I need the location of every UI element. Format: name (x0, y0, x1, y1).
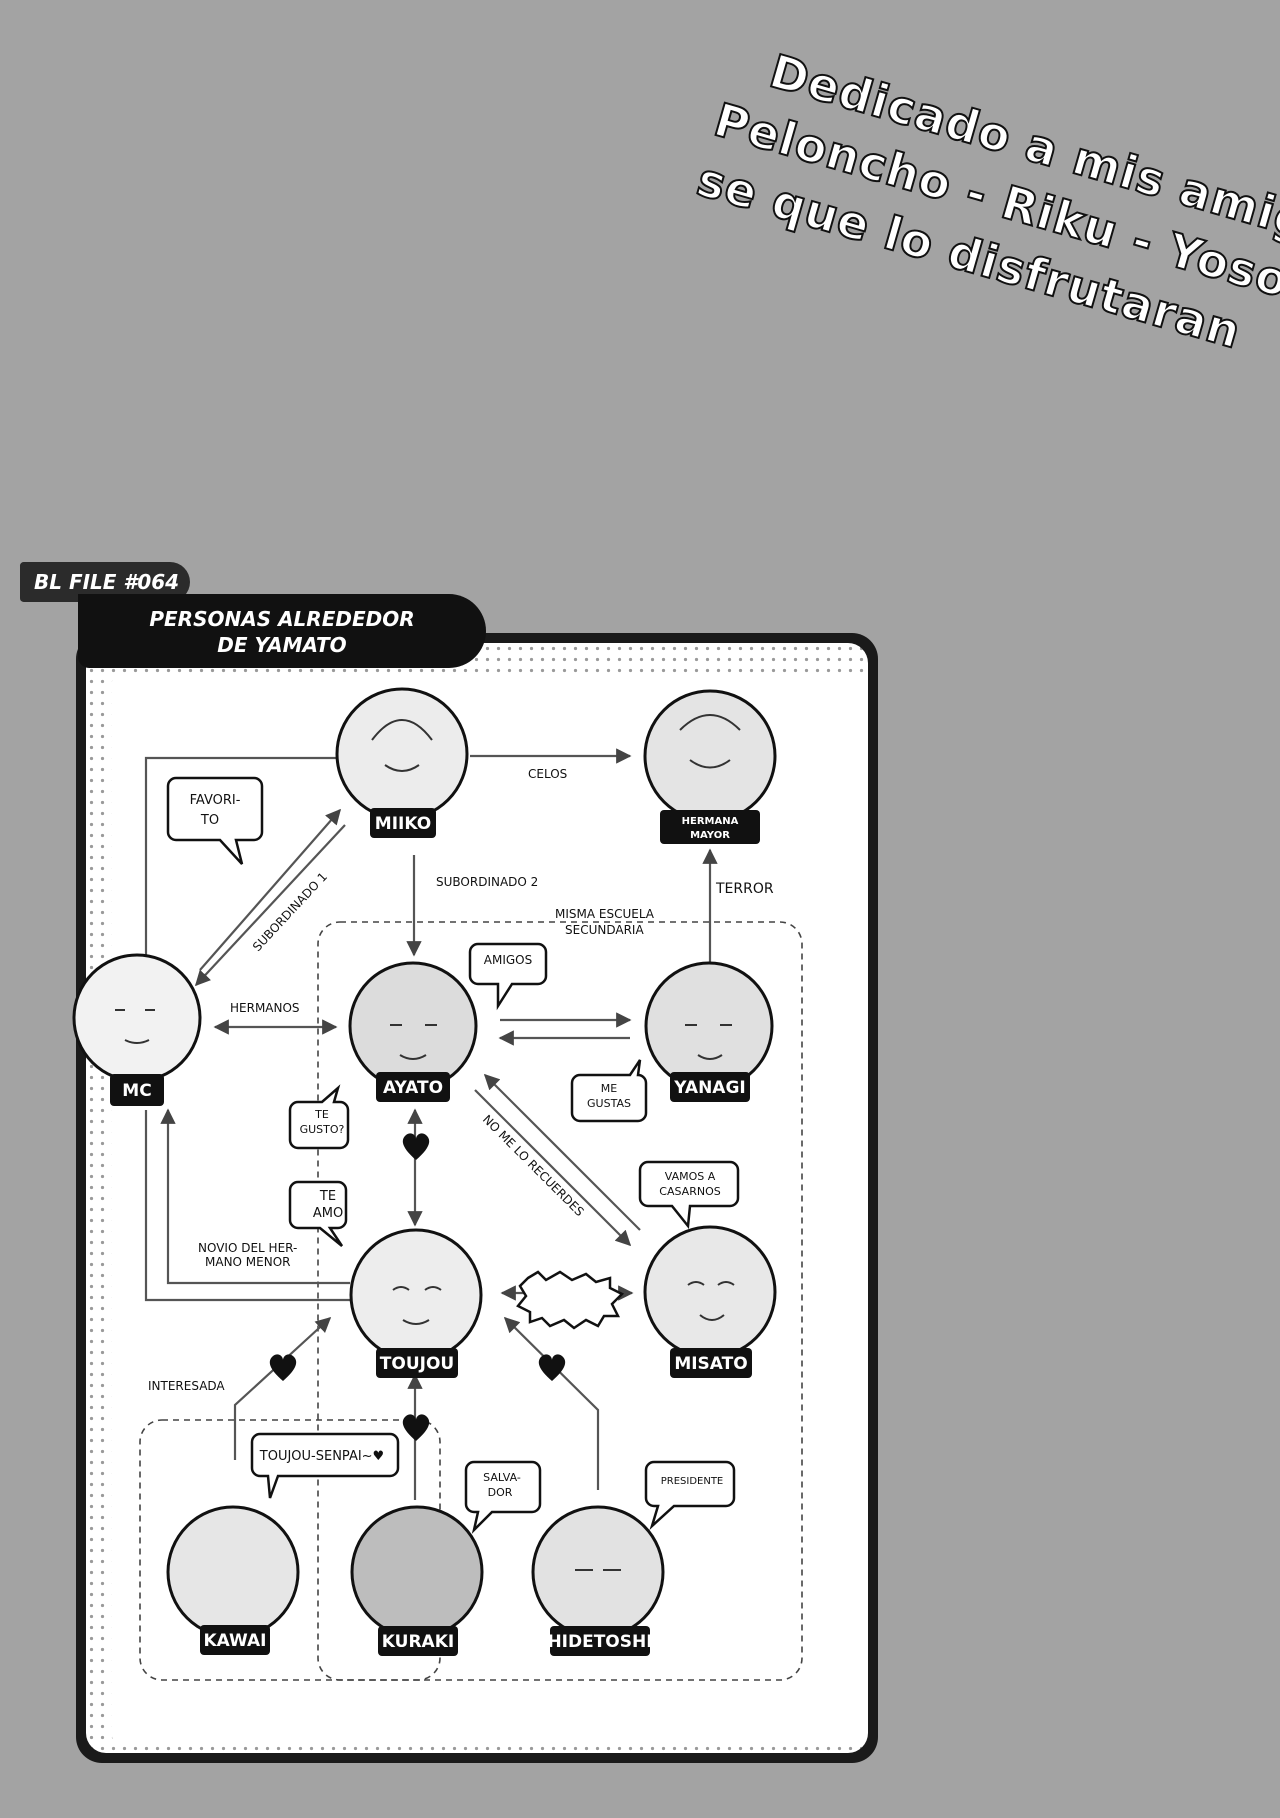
hidetoshi-to-toujou-arrow (503, 1316, 600, 1490)
te-gusto-text-2: GUSTO? (300, 1123, 345, 1136)
salvador-text-1: SALVA- (483, 1471, 521, 1484)
me-gustas-text-1: ME (601, 1082, 617, 1095)
favorito-text-2: TO (200, 813, 219, 828)
vamos-text-1: VAMOS A (665, 1170, 716, 1183)
no-me-lo-label: NO ME LO RECUERDES (480, 1112, 587, 1219)
hermana-label-tag (660, 810, 760, 844)
mc-label: MC (122, 1081, 151, 1101)
terror-label: TERROR (715, 881, 774, 897)
toujou-label-tag (376, 1348, 458, 1378)
favorito-bubble (166, 776, 264, 865)
mc-portrait (72, 953, 202, 1083)
face-sketch (392, 1286, 442, 1325)
te-amo-text-1: TE (319, 1189, 336, 1204)
face-sketch (390, 1024, 437, 1060)
te-gusto-text-1: TE (314, 1108, 329, 1121)
favorito-text-1: FAVORI- (190, 793, 241, 808)
kuraki-label-tag (378, 1626, 458, 1656)
ayato-to-misato-arrow (474, 1089, 632, 1247)
misato-label-tag (670, 1348, 752, 1378)
miiko-label-tag (370, 808, 436, 838)
miiko-portrait (335, 687, 469, 821)
me-gustas-text-2: GUSTAS (587, 1097, 631, 1110)
kuraki-label: KURAKI (382, 1632, 454, 1652)
novio-label-2: MANO MENOR (205, 1255, 291, 1269)
miiko-label: MIIKO (375, 814, 431, 834)
face-sketch (685, 1024, 732, 1060)
salvador-bubble (464, 1460, 542, 1534)
toujou-label: TOUJOU (380, 1354, 454, 1374)
ayato-label-tag (376, 1072, 450, 1102)
me-gustas-bubble (570, 1059, 648, 1123)
hermana-portrait (643, 689, 777, 823)
presidente-bubble (644, 1460, 736, 1530)
te-gusto-bubble (288, 1084, 350, 1150)
toujou-portrait (349, 1228, 483, 1362)
misato-to-ayato-arrow (483, 1073, 641, 1231)
te-amo-text-2: AMO (313, 1206, 343, 1221)
toujou-senpai-bubble (250, 1432, 400, 1499)
heart-icon (269, 1354, 297, 1381)
salvador-text-2: DOR (488, 1486, 513, 1499)
kawai-to-toujou-arrow (233, 1316, 332, 1460)
title-line-1: PERSONAS ALREDEDOR (149, 607, 415, 631)
face-sketch (371, 719, 433, 772)
kuraki-portrait (350, 1505, 484, 1639)
title-line-2: DE YAMATO (217, 633, 347, 657)
presidente-text: PRESIDENTE (661, 1476, 724, 1487)
hermana-label-1: HERMANA (682, 816, 739, 827)
hermana-label-2: MAYOR (690, 830, 730, 841)
yanagi-portrait (644, 961, 774, 1091)
face-sketch (115, 1009, 155, 1044)
subordinado2-label: SUBORDINADO 2 (436, 875, 538, 889)
mc-to-toujou-line (144, 1110, 350, 1302)
vamos-text-2: CASARNOS (659, 1185, 720, 1198)
interesada-label: INTERESADA (148, 1379, 225, 1393)
toujou-to-mc-arrow (160, 1108, 350, 1285)
face-sketch (687, 1281, 735, 1321)
rivales-bubble (516, 1270, 625, 1330)
heart-icon (402, 1133, 430, 1160)
hidetoshi-portrait (531, 1505, 665, 1639)
amigos-bubble (468, 942, 548, 1011)
mc-up-line (144, 756, 336, 955)
ayato-label: AYATO (383, 1078, 443, 1098)
yanagi-label: YANAGI (673, 1078, 746, 1098)
kawai-label-tag (200, 1625, 270, 1655)
amigos-text: AMIGOS (484, 953, 532, 967)
mc-label-tag (110, 1074, 164, 1106)
hermanos-label: HERMANOS (230, 1001, 300, 1015)
misato-label: MISATO (674, 1354, 747, 1374)
heart-icon (538, 1354, 566, 1381)
novio-label-1: NOVIO DEL HER- (198, 1241, 297, 1255)
yanagi-label-tag (670, 1072, 750, 1102)
miiko-to-mc-arrow (194, 824, 346, 987)
hidetoshi-label-tag (550, 1626, 650, 1656)
vamos-bubble (638, 1160, 740, 1230)
ayato-portrait (348, 961, 478, 1091)
kawai-label: KAWAI (203, 1631, 266, 1651)
hidetoshi-label: HIDETOSHI (547, 1632, 652, 1652)
face-sketch (679, 714, 741, 769)
misato-portrait (643, 1225, 777, 1359)
school-group-box (317, 921, 803, 1681)
misma-escuela-1: MISMA ESCUELA (555, 907, 655, 921)
celos-label: CELOS (528, 767, 567, 781)
chart-title: PERSONAS ALREDEDOR DE YAMATO (78, 594, 486, 668)
mc-to-miiko-arrow (199, 808, 342, 971)
kawai-portrait (166, 1505, 300, 1639)
misma-escuela-2: SECUNDARIA (565, 923, 644, 937)
toujou-senpai-text: TOUJOU-SENPAI~♥ (259, 1449, 384, 1464)
te-amo-bubble (288, 1180, 348, 1247)
heart-icon (402, 1414, 430, 1441)
